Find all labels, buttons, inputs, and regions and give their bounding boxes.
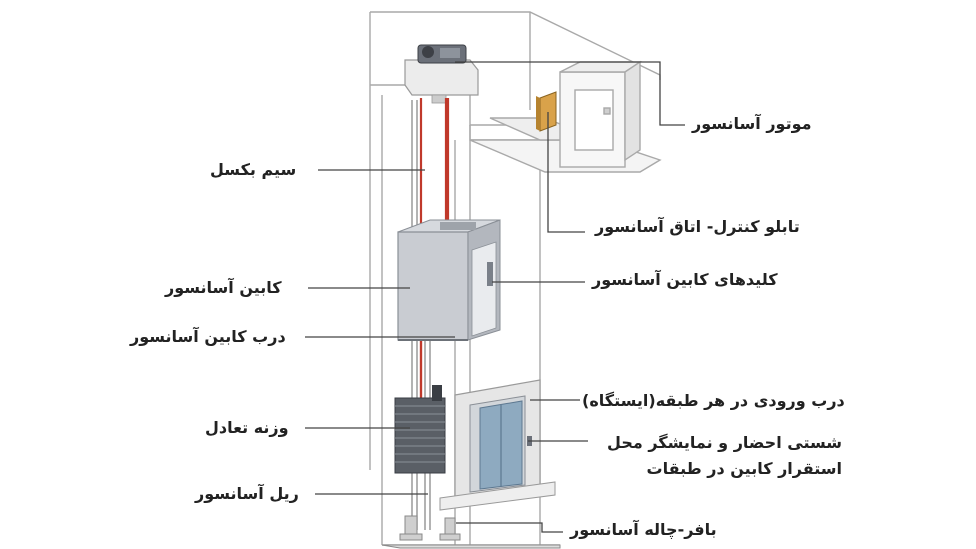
label-cabin-buttons: کلیدهای کابین آسانسور (592, 270, 778, 289)
landing-door-icon (439, 379, 556, 511)
buffer-icons (381, 515, 561, 549)
label-control-panel: تابلو کنترل- اتاق آسانسور (595, 217, 800, 236)
motor-icon (404, 44, 479, 104)
label-buffer-pit: بافر-چاله آسانسور (570, 520, 717, 539)
label-motor: موتور آسانسور (692, 114, 812, 133)
label-cabin-door: درب کابین آسانسور (130, 327, 286, 346)
label-rail: ریل آسانسور (195, 484, 299, 503)
machine-room (469, 60, 662, 173)
label-steel-cable: سیم بکسل (210, 160, 297, 179)
control-panel-icon (536, 91, 557, 132)
label-counterweight: وزنه تعادل (205, 418, 289, 437)
label-entry-door: درب ورودی در هر طبقه(ایستگاه) (582, 391, 845, 410)
cabin-icon (397, 219, 501, 341)
label-presence-indicator: شستی احضار و نمایشگر محل استقرار کابین د… (607, 433, 842, 478)
counterweight-icon (394, 385, 446, 474)
leader-lines (305, 61, 685, 533)
label-cabin: کابین آسانسور (165, 278, 282, 297)
